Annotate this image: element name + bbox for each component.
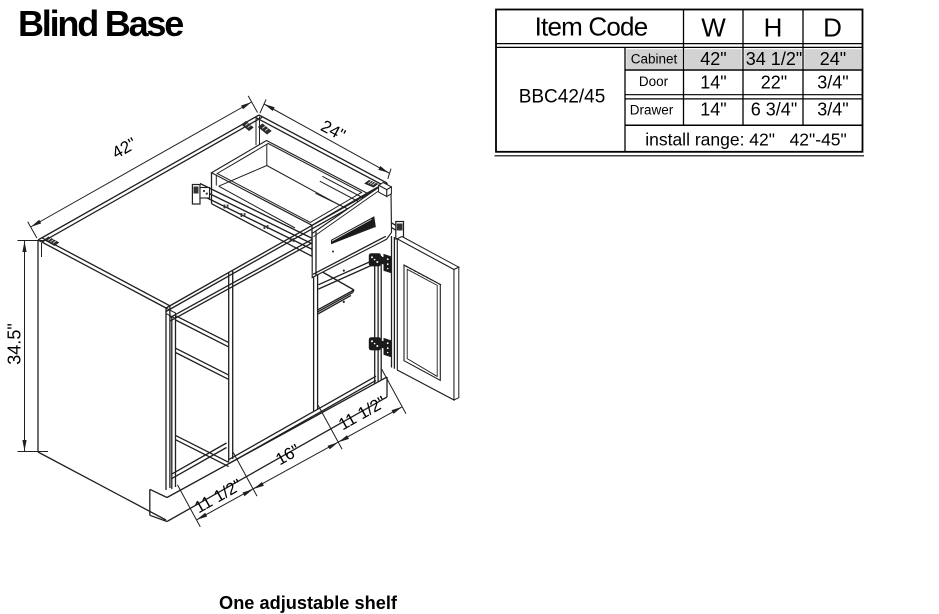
- svg-text:34.5": 34.5": [5, 323, 25, 364]
- svg-text:6 3/4": 6 3/4": [751, 100, 797, 120]
- svg-text:24": 24": [318, 116, 349, 144]
- svg-text:42": 42": [109, 134, 140, 163]
- svg-text:Cabinet: Cabinet: [631, 52, 678, 67]
- svg-text:One adjustable shelf: One adjustable shelf: [219, 593, 398, 613]
- svg-text:3/4": 3/4": [817, 73, 848, 93]
- svg-text:11 1/2": 11 1/2": [191, 475, 245, 517]
- svg-text:16": 16": [272, 440, 303, 469]
- svg-text:install range: 42" 42"-45": install range: 42" 42"-45": [645, 130, 847, 150]
- svg-text:14": 14": [700, 100, 726, 120]
- svg-text:3/4": 3/4": [817, 100, 848, 120]
- svg-text:24": 24": [820, 49, 846, 69]
- svg-text:Item Code: Item Code: [535, 12, 648, 42]
- svg-text:34 1/2": 34 1/2": [746, 49, 802, 69]
- svg-text:42": 42": [700, 49, 726, 69]
- svg-text:H: H: [764, 13, 783, 43]
- svg-text:22": 22": [761, 73, 787, 93]
- svg-text:14": 14": [700, 73, 726, 93]
- svg-text:Drawer: Drawer: [630, 103, 674, 118]
- svg-text:Blind Base: Blind Base: [18, 3, 183, 44]
- svg-text:D: D: [823, 13, 842, 43]
- svg-text:Door: Door: [639, 74, 669, 89]
- svg-text:W: W: [701, 13, 726, 43]
- svg-text:BBC42/45: BBC42/45: [519, 87, 606, 108]
